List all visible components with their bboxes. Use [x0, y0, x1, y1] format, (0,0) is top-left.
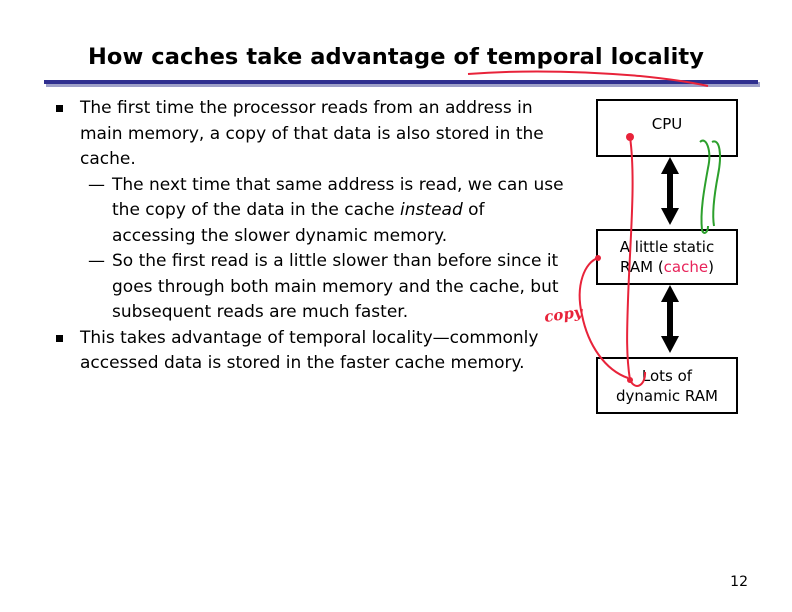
dram-label-line1: Lots of — [641, 366, 693, 385]
handwritten-red-path — [626, 136, 647, 387]
sub-bullet-text-pre: The next time that same address is read,… — [112, 174, 564, 221]
square-bullet-icon — [56, 105, 63, 112]
handwritten-green-loop — [711, 140, 721, 227]
ink-dot — [626, 133, 634, 141]
sram-label-line2: RAM (cache) — [598, 257, 736, 277]
bullet-text: This takes advantage of temporal localit… — [80, 327, 539, 374]
handwritten-red-loop — [578, 257, 629, 379]
double-arrow-icon — [661, 157, 679, 225]
dram-label-line2: dynamic RAM — [616, 386, 718, 405]
sram-box: A little static RAM (cache) — [596, 229, 738, 285]
dash-bullet: — — [88, 251, 105, 271]
bullet-item: This takes advantage of temporal localit… — [52, 326, 572, 377]
square-bullet-icon — [56, 334, 63, 342]
ink-dot — [595, 255, 601, 261]
bullet-item: The first time the processor reads from … — [52, 96, 572, 173]
dram-box: Lots of dynamic RAM — [596, 357, 738, 414]
slide-title: How caches take advantage of temporal lo… — [87, 44, 705, 70]
handwritten-annotation: copy — [543, 303, 585, 326]
sub-bullet-item: — The next time that same address is rea… — [52, 173, 572, 250]
title-rule-shadow — [46, 82, 760, 87]
sram-label-line1: A little static — [619, 238, 715, 256]
sub-bullet-text: So the first read is a little slower tha… — [112, 251, 559, 322]
sram-label-post: ) — [708, 258, 714, 276]
cpu-label: CPU — [651, 115, 683, 133]
page-number: 12 — [730, 574, 748, 590]
cache-word: cache — [663, 258, 709, 276]
double-arrow-icon — [661, 285, 679, 353]
sub-bullet-item: — So the first read is a little slower t… — [52, 249, 572, 326]
sub-bullet-text-post: of accessing the slower dynamic memory. — [112, 200, 485, 246]
title-rule — [44, 80, 758, 84]
slide-body: The first time the processor reads from … — [52, 96, 572, 377]
handwritten-green-loop — [699, 139, 711, 234]
cpu-box: CPU — [596, 99, 738, 157]
ink-dot — [627, 377, 633, 383]
dash-bullet: — — [88, 174, 105, 195]
emphasis-text: instead — [400, 200, 463, 220]
sram-label-pre: RAM ( — [620, 258, 664, 276]
handwritten-underline — [467, 70, 709, 87]
bullet-text: The first time the processor reads from … — [80, 98, 544, 169]
